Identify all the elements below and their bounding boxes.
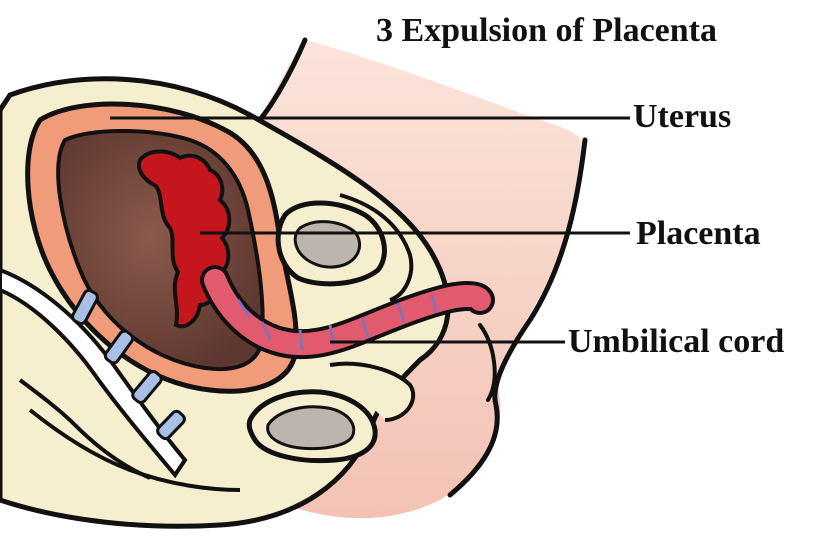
placenta-label: Placenta: [636, 217, 761, 251]
umbilical-cord-label: Umbilical cord: [568, 325, 784, 359]
uterus-label: Uterus: [633, 100, 731, 134]
diagram-title: 3 Expulsion of Placenta: [376, 14, 717, 48]
rectum-inner: [268, 407, 354, 449]
